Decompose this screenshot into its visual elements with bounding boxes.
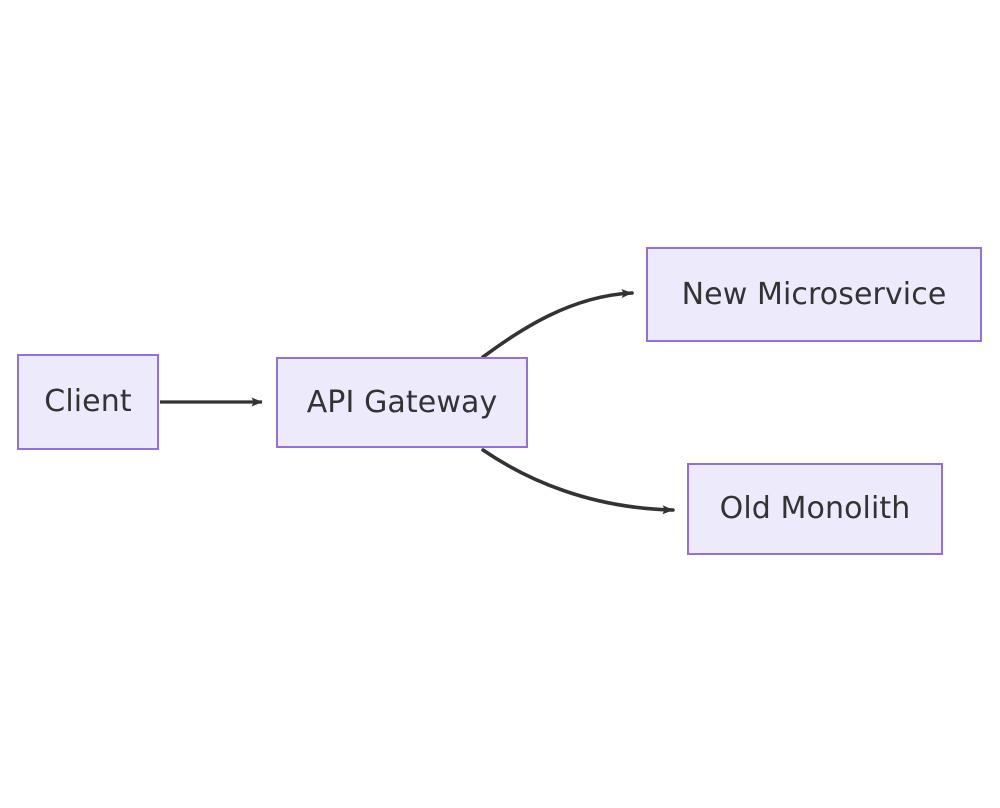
node-new-microservice-label: New Microservice — [681, 276, 947, 312]
edge-gateway-to-microservice — [481, 289, 634, 359]
node-old-monolith[interactable]: Old Monolith — [687, 463, 943, 555]
node-api-gateway[interactable]: API Gateway — [276, 357, 528, 448]
edge-gateway-to-monolith — [481, 448, 675, 515]
node-client-label: Client — [44, 384, 132, 419]
node-client[interactable]: Client — [17, 354, 159, 450]
node-api-gateway-label: API Gateway — [306, 384, 498, 420]
node-old-monolith-label: Old Monolith — [719, 491, 911, 526]
node-new-microservice[interactable]: New Microservice — [646, 247, 982, 342]
